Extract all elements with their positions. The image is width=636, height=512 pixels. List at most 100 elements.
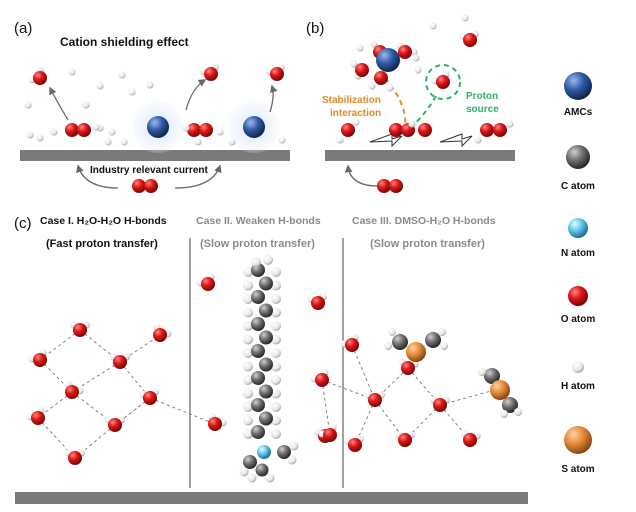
hydrogen-atom (104, 138, 112, 146)
carbon-atom (259, 384, 273, 399)
case2-subtitle: (Slow proton transfer) (200, 238, 315, 250)
oxygen-atom (144, 179, 158, 193)
hbonds-case1 (37, 329, 216, 459)
hydrogen-atom (243, 361, 253, 372)
arrow-a-co-right (174, 164, 222, 189)
hydrogen-atom (243, 321, 253, 331)
arrow-b-co (344, 164, 379, 187)
hydrogen-atom (478, 368, 486, 376)
oxygen-atom (568, 286, 588, 306)
hydrogen-atom (36, 134, 44, 142)
carbon-atom (259, 357, 273, 372)
amc-cation (564, 72, 592, 100)
hydrogen-atom (243, 334, 253, 345)
hydrogen-atom (271, 307, 281, 318)
carbon-atom (251, 344, 265, 358)
hydrogen-atom (243, 307, 253, 318)
oxygen-atom (33, 71, 47, 85)
hydrogen-atom (26, 131, 34, 139)
hydrogen-atom (271, 321, 281, 331)
oxygen-atom (108, 418, 122, 432)
hydrogen-atom (243, 280, 253, 291)
oxygen-atom (73, 323, 87, 337)
carbon-atom (251, 425, 265, 439)
legend-label-h: H atom (561, 381, 595, 392)
hydrogen-atom (289, 441, 299, 451)
stabilization-dash (384, 77, 407, 129)
hydrogen-atom (429, 22, 437, 30)
hydrogen-atom (506, 120, 514, 128)
carbon-atom (484, 368, 500, 384)
hydrogen-atom (243, 429, 253, 439)
hydrogen-atom (118, 71, 126, 79)
hydrogen-atom (461, 14, 469, 22)
hydrogen-atom (194, 138, 202, 146)
hydrogen-atom (514, 408, 522, 416)
oxygen-atom (341, 123, 355, 137)
oxygen-atom (132, 179, 146, 193)
legend-label-c: C atom (561, 181, 595, 192)
oxygen-atom (436, 75, 450, 89)
amc-cation (147, 116, 169, 138)
arrow-b-hollow-2 (439, 133, 473, 148)
oxygen-atom (270, 67, 284, 81)
hydrogen-atom (438, 328, 446, 336)
hydrogen-atom (356, 44, 364, 52)
hydrogen-atom (271, 415, 281, 426)
hydrogen-atom (251, 257, 261, 267)
panel-a-label: (a) (14, 20, 33, 37)
oxygen-atom (368, 393, 382, 407)
panel-b-label: (b) (306, 20, 325, 37)
oxygen-atom (77, 123, 91, 137)
proton-source-circle (425, 64, 461, 100)
hydrogen-atom (572, 361, 584, 373)
carbon-atom (392, 334, 408, 350)
oxygen-atom (323, 428, 337, 442)
legend-label-o: O atom (560, 314, 596, 325)
hydrogen-atom (120, 138, 128, 146)
proton-source-label-2: source (466, 104, 499, 115)
arrow-a-co-left (76, 164, 119, 189)
hydrogen-atom (96, 82, 104, 90)
hydrogen-atom (388, 328, 396, 336)
hydrogen-atom (440, 342, 448, 350)
oxygen-atom (433, 398, 447, 412)
oxygen-atom (143, 391, 157, 405)
hydrogen-atom (271, 280, 281, 291)
hydrogen-atom (228, 138, 236, 146)
hydrogen-atom (247, 473, 257, 483)
oxygen-atom (208, 417, 222, 431)
oxygen-atom (31, 411, 45, 425)
oxygen-atom (374, 71, 388, 85)
electrode-c (15, 492, 528, 504)
carbon-atom (502, 397, 518, 413)
amc-cation (376, 48, 400, 72)
hydrogen-atom (271, 388, 281, 399)
hydrogen-atom (271, 294, 281, 304)
hydrogen-atom (243, 348, 253, 358)
hydrogen-atom (474, 136, 482, 144)
hydrogen-atom (271, 429, 281, 439)
hydrogen-atom (271, 267, 281, 277)
legend-label-n: N atom (561, 248, 595, 259)
hydrogen-atom (384, 342, 392, 350)
oxygen-atom (355, 63, 369, 77)
oxygen-atom (113, 355, 127, 369)
oxygen-atom (311, 296, 325, 310)
hydrogen-atom (50, 128, 58, 136)
hydrogen-atom (92, 123, 100, 131)
hydrogen-atom (271, 361, 281, 372)
oxygen-atom (398, 433, 412, 447)
hydrogen-atom (500, 410, 508, 418)
oxygen-atom (199, 123, 213, 137)
hydrogen-atom (414, 66, 422, 74)
oxygen-atom (65, 385, 79, 399)
hydrogen-atom (336, 136, 344, 144)
panel-c-label: (c) (14, 215, 32, 232)
hydrogen-atom (24, 101, 32, 109)
hydrogen-atom (368, 82, 376, 90)
hydrogen-atom (243, 294, 253, 304)
hydrogen-atom (370, 40, 378, 48)
hydrogen-atom (243, 267, 253, 277)
